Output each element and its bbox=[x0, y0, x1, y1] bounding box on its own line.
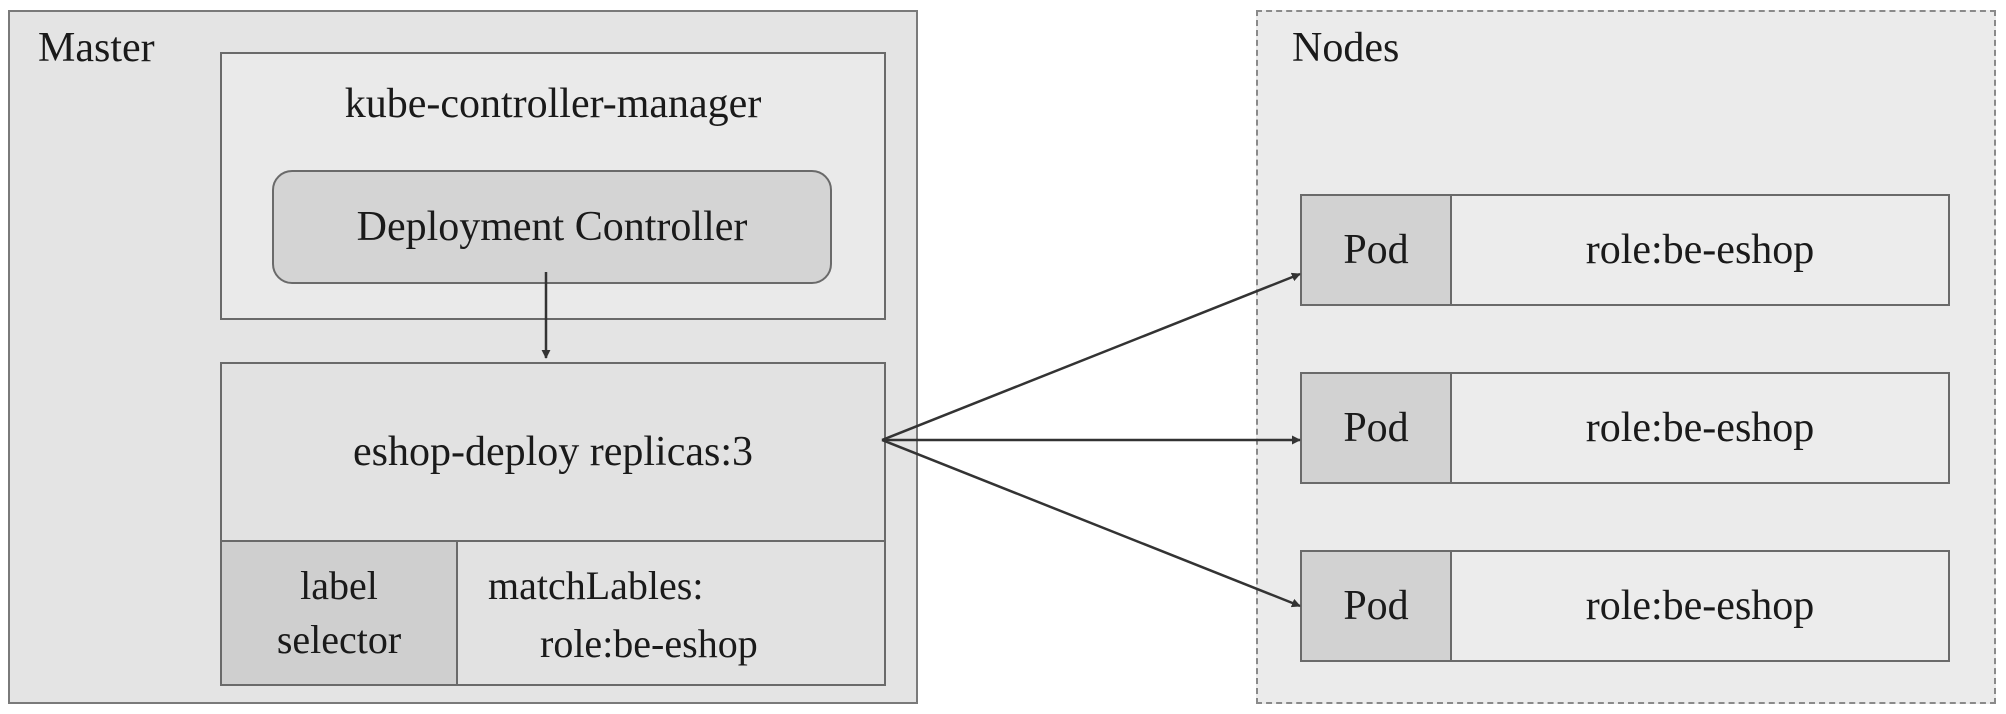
pod-row-1: Pod role:be-eshop bbox=[1300, 194, 1950, 306]
match-labels-cell: matchLables: role:be-eshop bbox=[458, 540, 884, 684]
label-selector-cell: label selector bbox=[222, 540, 458, 684]
eshop-deploy-title: eshop-deploy replicas:3 bbox=[352, 429, 754, 475]
label-selector-text: label selector bbox=[276, 563, 402, 662]
deployment-controller-box: Deployment Controller bbox=[272, 170, 832, 284]
pod-role-2: role:be-eshop bbox=[1585, 405, 1815, 451]
master-label: Master bbox=[38, 25, 155, 71]
pod-role-3: role:be-eshop bbox=[1585, 583, 1815, 629]
pod-role-1: role:be-eshop bbox=[1585, 227, 1815, 273]
match-labels-value: role:be-eshop bbox=[540, 621, 758, 666]
pod-row-3: Pod role:be-eshop bbox=[1300, 550, 1950, 662]
arrow-deploy-to-pod-1 bbox=[881, 272, 1301, 442]
kube-controller-manager-title: kube-controller-manager bbox=[344, 81, 762, 127]
kube-controller-manager-box: kube-controller-manager Deployment Contr… bbox=[220, 52, 886, 320]
pod-row-2: Pod role:be-eshop bbox=[1300, 372, 1950, 484]
match-labels-key: matchLables: bbox=[488, 563, 704, 608]
pod-label-2: Pod bbox=[1302, 374, 1452, 482]
pod-label-3: Pod bbox=[1302, 552, 1452, 660]
arrow-deploy-to-pod-3 bbox=[881, 438, 1301, 608]
nodes-label: Nodes bbox=[1292, 25, 1400, 71]
master-panel: Master kube-controller-manager Deploymen… bbox=[8, 10, 918, 704]
pod-label-1: Pod bbox=[1302, 196, 1452, 304]
eshop-deploy-box: eshop-deploy replicas:3 label selector m… bbox=[220, 362, 886, 686]
